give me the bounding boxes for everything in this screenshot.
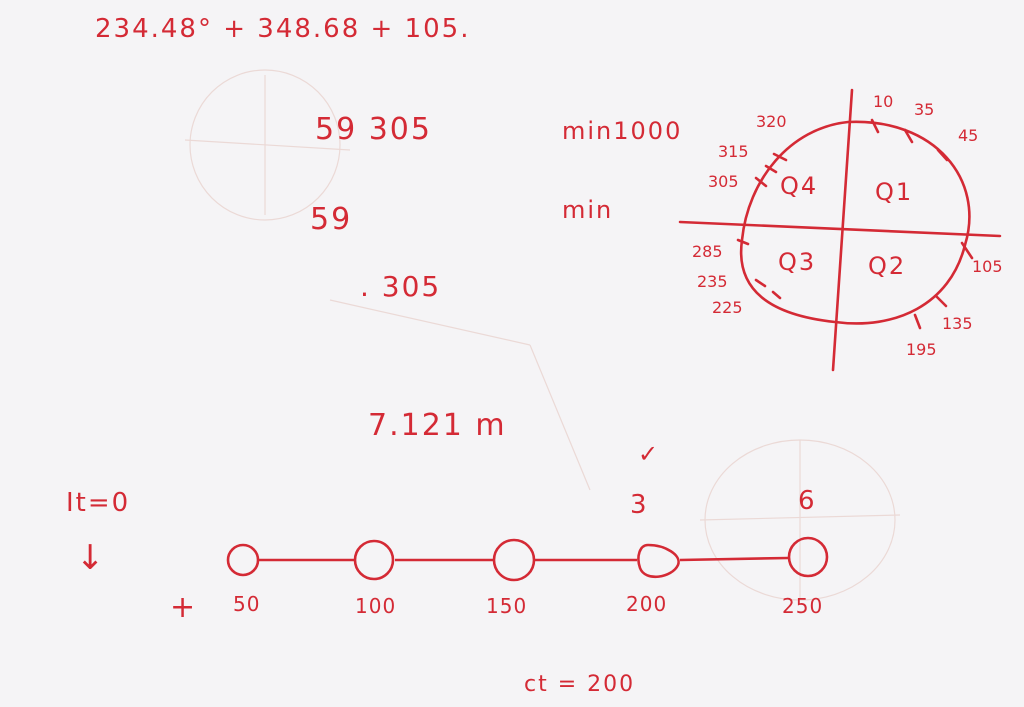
node-label-100: 100 xyxy=(355,594,397,618)
timeline-node-200 xyxy=(637,543,680,578)
top-formula: 234.48° + 348.68 + 105. xyxy=(95,14,471,44)
check-mark: ✓ xyxy=(638,440,661,468)
angle-315: 315 xyxy=(718,142,749,161)
angle-135: 135 xyxy=(942,314,973,333)
angle-320: 320 xyxy=(756,112,787,131)
note-305: . 305 xyxy=(360,270,442,303)
angle-105: 105 xyxy=(972,257,1003,276)
angle-305: 305 xyxy=(708,172,739,191)
note-min1000: min1000 xyxy=(562,117,683,145)
timeline-node-100 xyxy=(353,539,395,581)
timeline-start-label: It=0 xyxy=(66,488,131,518)
timeline-node-250 xyxy=(787,536,829,578)
quadrant-q4: Q4 xyxy=(780,172,819,200)
angle-10: 10 xyxy=(873,92,894,111)
note-min: min xyxy=(562,196,614,224)
node-label-250: 250 xyxy=(782,594,824,618)
angle-225: 225 xyxy=(712,298,743,317)
node-label-50: 50 xyxy=(233,592,261,616)
node-label-200: 200 xyxy=(626,592,668,616)
note-59: 59 xyxy=(310,202,353,237)
quadrant-q2: Q2 xyxy=(868,252,907,280)
angle-35: 35 xyxy=(914,100,935,119)
above-label-6: 6 xyxy=(798,486,817,516)
note-distance: 7.121 m xyxy=(368,408,507,443)
circle-outline xyxy=(739,120,971,325)
above-label-3: 3 xyxy=(630,490,649,520)
quadrant-q3: Q3 xyxy=(778,248,817,276)
angle-235: 235 xyxy=(697,272,728,291)
timeline-node-150 xyxy=(492,538,536,582)
timeline-node-50 xyxy=(226,543,260,577)
plus-sign: + xyxy=(170,590,198,625)
angle-45: 45 xyxy=(958,126,979,145)
node-label-150: 150 xyxy=(486,594,528,618)
ct-value: ct = 200 xyxy=(524,672,636,697)
angle-285: 285 xyxy=(692,242,723,261)
angle-195: 195 xyxy=(906,340,937,359)
down-arrow: ↓ xyxy=(76,538,107,578)
note-59-305: 59 305 xyxy=(315,112,432,147)
quadrant-q1: Q1 xyxy=(875,178,914,206)
horizontal-axis xyxy=(678,220,1002,238)
